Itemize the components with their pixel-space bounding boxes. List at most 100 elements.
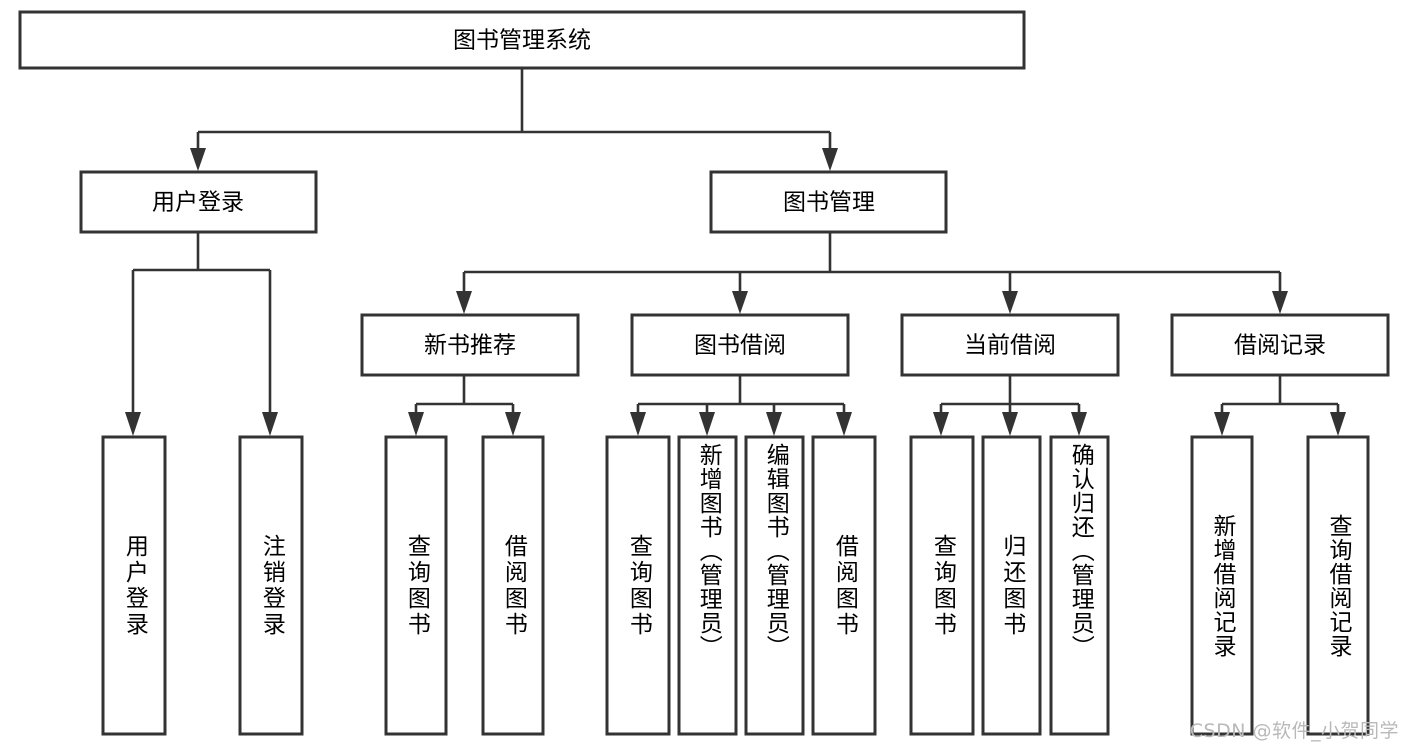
node-leaf-current-return-book-text-area: 归还图书 — [998, 533, 1025, 638]
node-book-manage-box[interactable] — [709, 170, 948, 234]
connectors-root-to-level1 — [190, 68, 838, 171]
arrow-head-borrow-record — [1272, 291, 1288, 314]
node-borrow-record-label: 借阅记录 — [1234, 333, 1326, 359]
node-leaf-user-login[interactable]: 用户登录 — [101, 435, 167, 736]
arrow-head-leaf-rec-borrow-book — [505, 412, 521, 436]
node-new-book-rec-box[interactable] — [360, 313, 580, 377]
node-leaf-current-confirm-return-label: 确认归还（管理员） — [1067, 443, 1094, 659]
arrow-head-book-borrow — [732, 291, 748, 314]
arrow-head-current-borrow — [1002, 291, 1018, 314]
arrow-head-new-book-rec — [456, 291, 472, 314]
connectors-borrow-record-to-leaves — [1214, 375, 1346, 436]
connectors-new-book-rec-to-leaves — [408, 375, 521, 436]
node-leaf-record-query[interactable]: 查询借阅记录 — [1306, 435, 1370, 736]
node-book-manage[interactable]: 图书管理 — [709, 170, 948, 234]
node-leaf-user-login-box[interactable] — [101, 435, 167, 736]
node-leaf-borrow-add-book[interactable]: 新增图书（管理员） — [677, 435, 738, 736]
node-leaf-rec-borrow-book[interactable]: 借阅图书 — [481, 435, 545, 736]
node-leaf-borrow-query-book[interactable]: 查询图书 — [605, 435, 671, 736]
node-leaf-user-logout-box[interactable] — [238, 435, 304, 736]
node-leaf-borrow-borrow-book[interactable]: 借阅图书 — [811, 435, 877, 736]
arrow-head-leaf-record-add — [1214, 412, 1230, 436]
arrow-head-leaf-current-confirm-return — [1071, 412, 1087, 436]
node-leaf-borrow-add-book-text-area: 新增图书（管理员） — [695, 443, 722, 659]
node-leaf-current-return-book-box[interactable] — [981, 435, 1042, 736]
node-root-box[interactable] — [18, 10, 1026, 70]
arrow-head-leaf-borrow-add-book — [699, 412, 715, 436]
node-leaf-borrow-add-book-label: 新增图书（管理员） — [695, 443, 722, 659]
node-leaf-current-query-book-text-area: 查询图书 — [929, 533, 956, 638]
node-leaf-user-login-text-area: 用户登录 — [121, 533, 148, 638]
node-borrow-record-box[interactable] — [1170, 313, 1390, 377]
node-book-manage-label: 图书管理 — [783, 190, 875, 216]
node-leaf-rec-query-book[interactable]: 查询图书 — [384, 435, 448, 736]
node-root-label: 图书管理系统 — [453, 28, 591, 54]
node-leaf-user-logout[interactable]: 注销登录 — [238, 435, 304, 736]
node-leaf-record-add[interactable]: 新增借阅记录 — [1190, 435, 1254, 736]
node-leaf-borrow-edit-book-text-area: 编辑图书（管理员） — [762, 443, 789, 659]
arrow-head-leaf-record-query — [1330, 412, 1346, 436]
node-leaf-borrow-edit-book-label: 编辑图书（管理员） — [762, 443, 789, 659]
node-leaf-borrow-query-book-box[interactable] — [605, 435, 671, 736]
node-leaf-rec-borrow-book-label: 借阅图书 — [500, 533, 527, 638]
node-leaf-rec-query-book-label: 查询图书 — [403, 533, 430, 638]
node-leaf-borrow-edit-book[interactable]: 编辑图书（管理员） — [744, 435, 805, 736]
node-leaf-rec-query-book-text-area: 查询图书 — [403, 533, 430, 638]
arrow-head-leaf-current-query-book — [933, 412, 949, 436]
node-leaf-record-add-text-area: 新增借阅记录 — [1209, 513, 1236, 658]
node-leaf-record-add-label: 新增借阅记录 — [1209, 513, 1236, 658]
node-leaf-record-query-text-area: 查询借阅记录 — [1325, 513, 1352, 658]
node-leaf-current-confirm-return-box[interactable] — [1049, 435, 1110, 736]
node-leaf-record-query-label: 查询借阅记录 — [1325, 513, 1352, 658]
node-leaf-user-login-label: 用户登录 — [121, 533, 148, 638]
node-leaf-rec-query-book-box[interactable] — [384, 435, 448, 736]
node-leaf-current-query-book[interactable]: 查询图书 — [909, 435, 975, 736]
arrow-head-leaf-user-logout — [262, 412, 278, 436]
node-leaf-borrow-query-book-label: 查询图书 — [625, 533, 652, 638]
node-leaf-current-confirm-return-text-area: 确认归还（管理员） — [1067, 443, 1094, 659]
arrow-head-leaf-borrow-edit-book — [766, 412, 782, 436]
node-current-borrow-box[interactable] — [900, 313, 1120, 377]
node-root[interactable]: 图书管理系统 — [18, 10, 1026, 70]
arrow-head-book-manage — [822, 148, 838, 171]
node-user-login-box[interactable] — [79, 170, 318, 234]
node-new-book-rec[interactable]: 新书推荐 — [360, 313, 580, 377]
connectors-book-manage-to-level2 — [456, 232, 1288, 314]
arrow-head-leaf-user-login — [125, 412, 141, 436]
node-leaf-current-query-book-box[interactable] — [909, 435, 975, 736]
node-leaf-borrow-query-book-text-area: 查询图书 — [625, 533, 652, 638]
node-book-borrow-box[interactable] — [630, 313, 850, 377]
node-book-borrow[interactable]: 图书借阅 — [630, 313, 850, 377]
node-leaf-record-query-box[interactable] — [1306, 435, 1370, 736]
arrow-head-leaf-borrow-borrow-book — [836, 412, 852, 436]
node-book-borrow-label: 图书借阅 — [694, 333, 786, 359]
connectors-user-login-to-leaves — [125, 232, 278, 436]
arrow-head-user-login — [190, 148, 206, 171]
node-leaf-user-logout-label: 注销登录 — [258, 533, 285, 638]
node-leaf-borrow-borrow-book-text-area: 借阅图书 — [831, 533, 858, 638]
arrow-head-leaf-current-return-book — [1002, 412, 1018, 436]
arrow-head-leaf-borrow-query-book — [630, 412, 646, 436]
node-leaf-current-return-book-label: 归还图书 — [998, 533, 1025, 638]
node-leaf-borrow-add-book-box[interactable] — [677, 435, 738, 736]
node-leaf-borrow-edit-book-box[interactable] — [744, 435, 805, 736]
node-leaf-rec-borrow-book-box[interactable] — [481, 435, 545, 736]
node-leaf-borrow-borrow-book-label: 借阅图书 — [831, 533, 858, 638]
arrow-head-leaf-rec-query-book — [408, 412, 424, 436]
node-current-borrow[interactable]: 当前借阅 — [900, 313, 1120, 377]
node-leaf-current-query-book-label: 查询图书 — [929, 533, 956, 638]
node-borrow-record[interactable]: 借阅记录 — [1170, 313, 1390, 377]
node-leaf-rec-borrow-book-text-area: 借阅图书 — [500, 533, 527, 638]
node-leaf-record-add-box[interactable] — [1190, 435, 1254, 736]
node-new-book-rec-label: 新书推荐 — [424, 333, 516, 359]
node-user-login[interactable]: 用户登录 — [79, 170, 318, 234]
node-current-borrow-label: 当前借阅 — [964, 333, 1056, 359]
node-user-login-label: 用户登录 — [152, 190, 244, 216]
node-leaf-current-confirm-return[interactable]: 确认归还（管理员） — [1049, 435, 1110, 736]
connectors-book-borrow-to-leaves — [630, 375, 852, 436]
connectors-current-borrow-to-leaves — [933, 375, 1087, 436]
node-leaf-user-logout-text-area: 注销登录 — [258, 533, 285, 638]
node-leaf-current-return-book[interactable]: 归还图书 — [981, 435, 1042, 736]
node-leaf-borrow-borrow-book-box[interactable] — [811, 435, 877, 736]
